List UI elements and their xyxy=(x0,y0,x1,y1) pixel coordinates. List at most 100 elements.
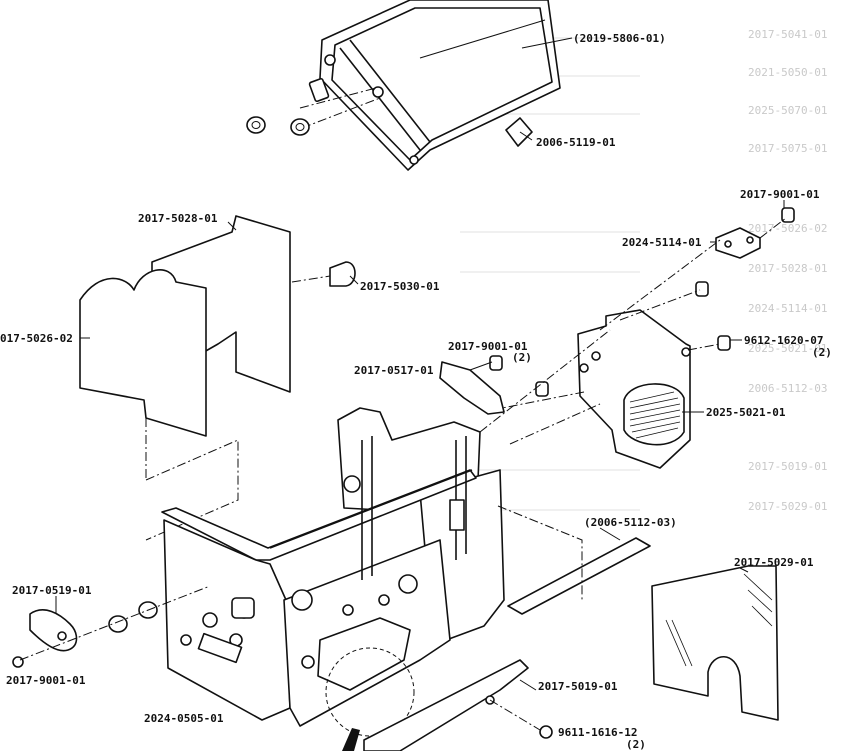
ghost-text: 2021-5050-01 xyxy=(748,66,827,79)
shield-cover-fold xyxy=(349,39,431,143)
direction-arrow xyxy=(342,728,360,751)
mount-hole xyxy=(372,86,384,98)
ghost-text: 2006-5112-03 xyxy=(748,382,827,395)
insulator-pad-part xyxy=(505,117,533,147)
switch-housing-part xyxy=(577,309,691,469)
bracket-5114-part xyxy=(715,227,761,259)
part-label: (2006-5112-03) xyxy=(584,516,677,529)
part-label: 2024-5114-01 xyxy=(622,236,702,249)
part-label: 2024-0505-01 xyxy=(144,712,224,725)
shield-cover-face xyxy=(331,7,553,161)
shield-cover-rib xyxy=(419,19,546,59)
sheet-hatch xyxy=(751,605,773,627)
bar-position-outline xyxy=(497,505,583,600)
screw-icon xyxy=(695,281,709,297)
sheet-5029-outline xyxy=(651,565,779,721)
main-chassis-part xyxy=(161,407,505,737)
window-hatch xyxy=(629,403,681,415)
d-tab-part xyxy=(329,261,356,287)
chassis-rod xyxy=(269,469,473,549)
shield-cover-part xyxy=(319,0,561,171)
window-hatch xyxy=(635,427,679,439)
bottom-bracket-part xyxy=(363,659,529,751)
assembly-centerline xyxy=(491,391,585,411)
washer-icon xyxy=(246,116,266,134)
long-bar-part xyxy=(507,537,651,615)
leader-line xyxy=(227,221,237,231)
part-qty: (2) xyxy=(812,346,832,359)
lever-mechanism xyxy=(317,617,411,691)
screw-icon xyxy=(308,77,330,103)
chassis-hole xyxy=(378,594,390,606)
ghost-text: 2017-5029-01 xyxy=(748,500,827,513)
part-qty: (2) xyxy=(512,351,532,364)
top-fasteners xyxy=(246,77,381,136)
switch-window xyxy=(623,383,685,446)
leader-line xyxy=(469,361,493,371)
assembly-centerline xyxy=(489,699,541,731)
part-label: 2017-9001-01 xyxy=(448,340,528,353)
screw-icon xyxy=(535,381,549,397)
mount-hole xyxy=(409,155,419,165)
sheet-hatch xyxy=(743,573,773,601)
part-label: 2017-5028-01 xyxy=(138,212,218,225)
part-label: 2017-5030-01 xyxy=(360,280,440,293)
chassis-hole xyxy=(342,604,354,616)
sheet-hatch xyxy=(671,619,693,667)
sheet-5026-outline xyxy=(79,269,207,437)
ghost-text: 2025-5021-01 xyxy=(748,342,827,355)
washer-hole xyxy=(251,121,261,129)
window-hatch xyxy=(629,409,681,421)
part-label: (2019-5806-01) xyxy=(573,32,666,45)
window-hatch xyxy=(629,397,679,409)
assembly-centerline xyxy=(687,343,721,351)
mount-hole xyxy=(324,54,336,66)
left-lever-assembly xyxy=(12,585,211,668)
mount-hole xyxy=(579,363,589,373)
assembly-centerline xyxy=(759,217,787,239)
part-label: 017-5026-02 xyxy=(0,332,73,345)
leader-line xyxy=(739,567,749,573)
leader-line xyxy=(349,275,359,285)
screw-icon xyxy=(539,725,553,739)
part-label: 2017-5019-01 xyxy=(538,680,618,693)
pivot-pin xyxy=(301,655,315,669)
assembly-centerline xyxy=(479,329,611,433)
window-hatch xyxy=(629,391,675,403)
chassis-hole xyxy=(202,612,218,628)
lever-0519-part xyxy=(29,609,78,652)
part-label: 2017-0519-01 xyxy=(12,584,92,597)
chassis-hole xyxy=(180,634,192,646)
assembly-centerline xyxy=(509,403,601,445)
spring-assembly xyxy=(197,632,243,664)
mount-hole xyxy=(591,351,601,361)
ghost-text: 2017-5019-01 xyxy=(748,460,827,473)
bracket-0517-part xyxy=(439,361,505,415)
right-fasteners xyxy=(479,207,795,445)
assembly-centerline xyxy=(291,275,331,283)
part-label: 9611-1616-12 xyxy=(558,726,637,739)
part-label: 2017-5029-01 xyxy=(734,556,814,569)
part-label: 2006-5119-01 xyxy=(536,136,616,149)
chassis-hole xyxy=(343,475,361,493)
leader-line xyxy=(599,527,621,541)
washer-hole xyxy=(295,123,305,131)
ghost-text: 2017-5041-01 xyxy=(748,28,827,41)
part-label: 9612-1620-07 xyxy=(744,334,823,347)
mount-hole xyxy=(681,347,691,357)
ghost-text: 2017-5026-02 xyxy=(748,222,827,235)
washer-icon xyxy=(290,118,310,136)
assembly-centerline xyxy=(299,87,377,109)
part-label: 2017-9001-01 xyxy=(740,188,820,201)
side-sheet-part xyxy=(651,565,779,721)
leader-line xyxy=(519,131,533,141)
detail-circle xyxy=(325,647,415,737)
sheet-hatch xyxy=(747,589,773,613)
mount-hole xyxy=(724,240,732,248)
ghost-text: 2024-5114-01 xyxy=(748,302,827,315)
part-label: 2017-0517-01 xyxy=(354,364,434,377)
chassis-hole xyxy=(291,589,313,611)
screw-icon xyxy=(489,355,503,371)
sheet-hatch xyxy=(665,619,687,667)
